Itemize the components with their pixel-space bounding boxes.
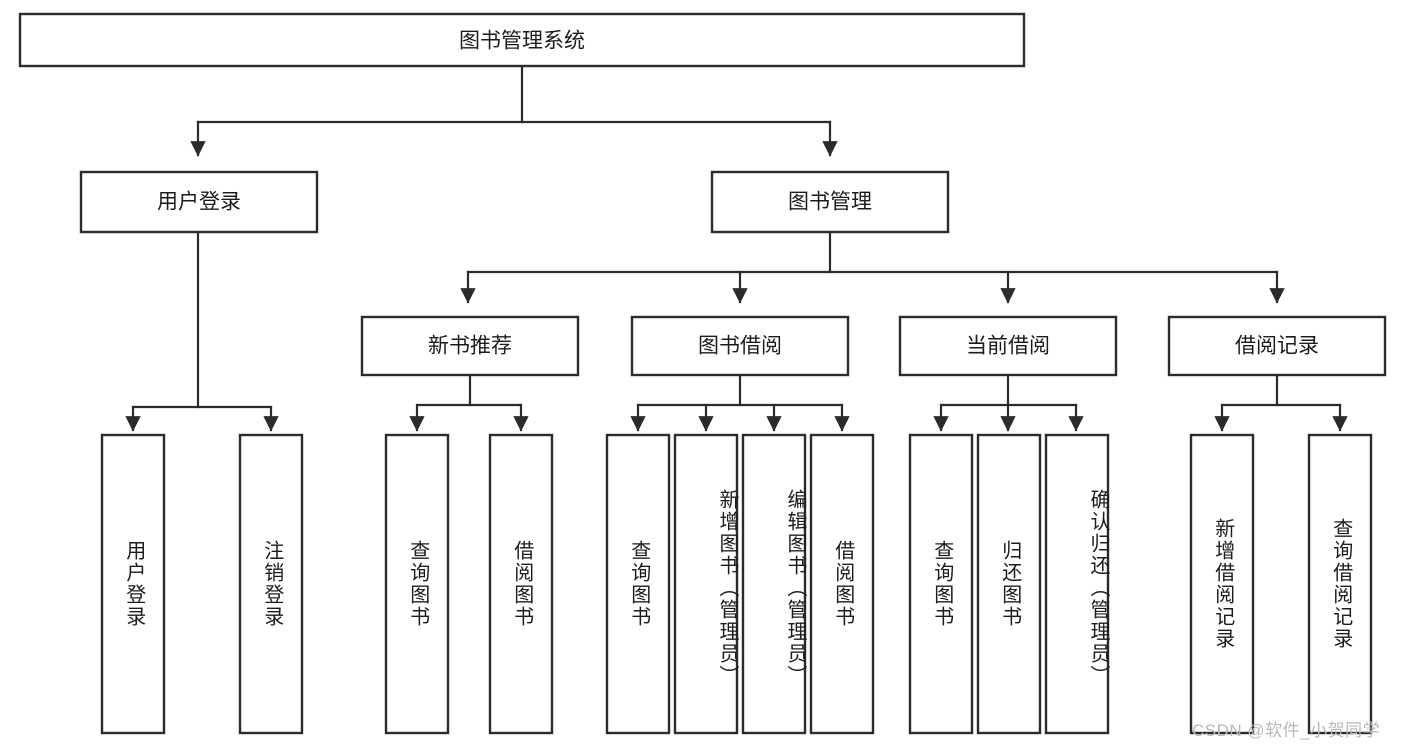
node-leaf-edit-book-admin[interactable] — [741, 433, 807, 735]
connector-book-mgmt-to-level3 — [460, 230, 1285, 304]
connector-new-book-to-leaves — [409, 373, 529, 432]
connector-root-to-level2 — [190, 64, 838, 157]
connector-current-borrow-to-leaves — [933, 373, 1084, 432]
node-leaf-query-book-borrow[interactable] — [605, 433, 671, 735]
node-book-management[interactable] — [710, 170, 950, 234]
node-book-borrow[interactable] — [630, 315, 850, 377]
node-current-borrow[interactable] — [898, 315, 1118, 377]
node-leaf-query-borrow-record[interactable] — [1307, 433, 1373, 735]
node-new-book-recommend[interactable] — [360, 315, 580, 377]
node-root-label: 图书管理系统 — [459, 30, 585, 53]
node-leaf-add-borrow-record[interactable] — [1189, 433, 1255, 735]
connector-book-borrow-to-leaves — [630, 373, 850, 432]
node-borrow-record-label: 借阅记录 — [1235, 335, 1319, 358]
node-root-book-management-system[interactable] — [18, 12, 1026, 68]
node-current-borrow-label: 当前借阅 — [966, 335, 1050, 358]
node-borrow-record[interactable] — [1167, 315, 1387, 377]
node-leaf-query-book-current[interactable] — [908, 433, 974, 735]
node-leaf-user-login[interactable] — [100, 433, 166, 735]
node-leaf-return-book[interactable] — [976, 433, 1042, 735]
node-new-book-recommend-label: 新书推荐 — [428, 335, 512, 358]
connector-borrow-record-to-leaves — [1214, 373, 1348, 432]
node-user-login-label: 用户登录 — [157, 191, 241, 214]
watermark-text: CSDN @软件_小贺同学 — [1192, 721, 1381, 740]
connector-user-login-to-leaves — [125, 230, 279, 432]
node-book-borrow-label: 图书借阅 — [698, 335, 782, 358]
node-book-management-label: 图书管理 — [788, 191, 872, 214]
node-leaf-borrow-book-recommend[interactable] — [488, 433, 554, 735]
node-leaf-add-book-admin[interactable] — [673, 433, 739, 735]
node-leaf-user-logout[interactable] — [238, 433, 304, 735]
node-user-login[interactable] — [79, 170, 319, 234]
node-leaf-confirm-return-admin[interactable] — [1044, 433, 1110, 735]
node-leaf-query-book-recommend[interactable] — [384, 433, 450, 735]
node-leaf-borrow-book[interactable] — [809, 433, 875, 735]
